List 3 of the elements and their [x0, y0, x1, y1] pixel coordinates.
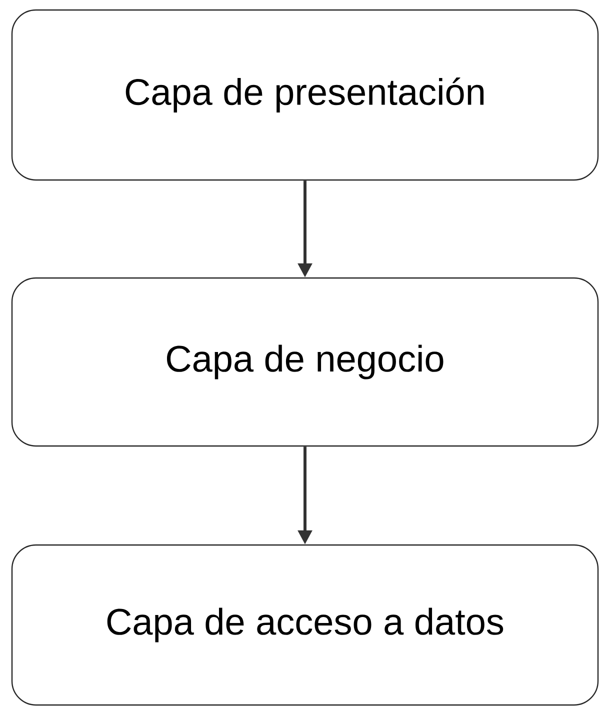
layer-box: Capa de negocio	[11, 277, 599, 447]
layer-box: Capa de presentación	[11, 9, 599, 181]
layer-box: Capa de acceso a datos	[11, 544, 599, 706]
